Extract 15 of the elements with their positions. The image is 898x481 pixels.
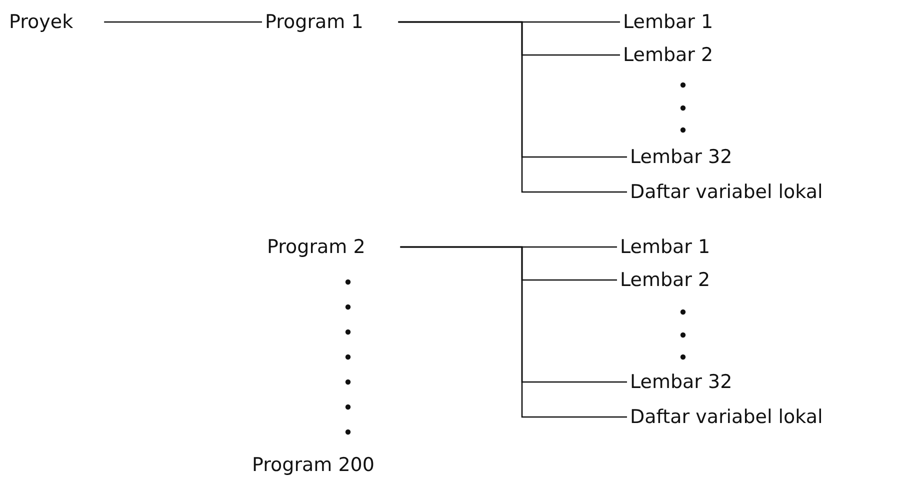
node-label: Lembar 1 [620,10,716,34]
node-label: Program 200 [249,453,378,477]
node-label: Lembar 32 [627,370,736,394]
node-label: Proyek [6,10,76,34]
node-label: Lembar 2 [620,43,716,67]
connector-line [104,21,262,23]
connector-line [400,246,627,418]
node-label: Daftar variabel lokal [627,180,826,204]
node-label: Program 1 [262,10,366,34]
node-label: Lembar 2 [617,268,714,292]
node-label: Program 2 [264,235,368,259]
node-label: Lembar 1 [617,235,714,259]
node-label: Lembar 32 [627,145,736,169]
node-label: Daftar variabel lokal [627,405,826,429]
connector-line [398,21,627,193]
